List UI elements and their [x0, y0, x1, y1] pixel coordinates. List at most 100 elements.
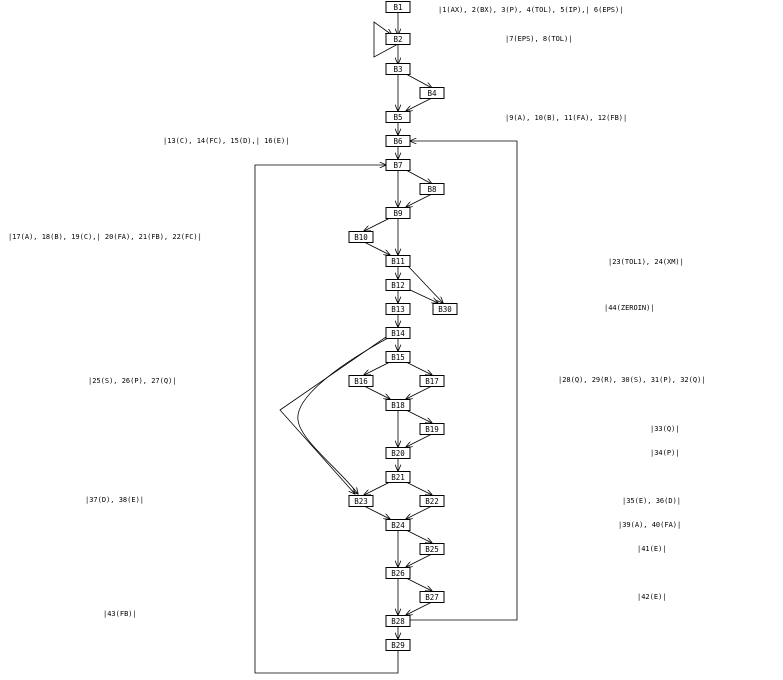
- block-b15: B15: [385, 351, 411, 363]
- block-box: [385, 33, 411, 45]
- block-box: [419, 495, 445, 507]
- annotation-label: |13(C), 14(FC), 15(D),| 16(E)|: [163, 137, 289, 145]
- annotations: |1(AX), 2(BX), 3(P), 4(TOL), 5(IP),| 6(E…: [8, 6, 706, 618]
- block-label: B3: [393, 65, 402, 74]
- block-b22: B22: [419, 495, 445, 507]
- block-box: [385, 303, 411, 315]
- block-label: B1: [393, 3, 402, 12]
- edge-b15-b16: [364, 361, 391, 375]
- block-b10: B10: [348, 231, 374, 243]
- annotation-label: |9(A), 10(B), 11(FA), 12(FB)|: [505, 114, 627, 122]
- block-label: B13: [391, 305, 405, 314]
- block-box: [385, 447, 411, 459]
- block-box: [385, 207, 411, 219]
- block-label: B26: [391, 569, 405, 578]
- block-label: B5: [393, 113, 402, 122]
- block-box: [385, 1, 411, 13]
- block-b24: B24: [385, 519, 411, 531]
- block-box: [385, 351, 411, 363]
- block-b16: B16: [348, 375, 374, 387]
- edge-b23-b24: [363, 505, 390, 519]
- edge-b14-b23-inner: [297, 337, 389, 494]
- block-label: B28: [391, 617, 405, 626]
- block-b2: B2: [385, 33, 411, 45]
- block-label: B20: [391, 449, 405, 458]
- edge-b11-b30: [407, 265, 443, 303]
- block-box: [419, 423, 445, 435]
- edge-b18-b19: [405, 409, 432, 423]
- block-b20: B20: [385, 447, 411, 459]
- annotation-label: |23(TOL1), 24(XM)|: [608, 258, 684, 266]
- block-label: B16: [354, 377, 368, 386]
- edge-b25-b26: [406, 553, 433, 567]
- edge-b8-b9: [406, 193, 433, 207]
- annotation-label: |42(E)|: [637, 593, 667, 601]
- block-label: B29: [391, 641, 405, 650]
- block-b30: B30: [432, 303, 458, 315]
- block-label: B8: [427, 185, 437, 194]
- block-box: [385, 279, 411, 291]
- block-label: B11: [391, 257, 405, 266]
- block-box: [419, 591, 445, 603]
- edge-b16-b18: [363, 385, 390, 399]
- block-b29: B29: [385, 639, 411, 651]
- edge-b2-b2-loop: [373, 21, 399, 58]
- block-b6: B6: [385, 135, 411, 147]
- block-box: [419, 87, 445, 99]
- block-label: B14: [391, 329, 405, 338]
- block-b1: B1: [385, 1, 411, 13]
- block-box: [419, 543, 445, 555]
- edges: [254, 12, 518, 674]
- block-b17: B17: [419, 375, 445, 387]
- block-b5: B5: [385, 111, 411, 123]
- block-label: B10: [354, 233, 368, 242]
- block-box: [385, 639, 411, 651]
- block-b19: B19: [419, 423, 445, 435]
- edge-b15-b17: [405, 361, 432, 375]
- block-b25: B25: [419, 543, 445, 555]
- block-label: B22: [425, 497, 439, 506]
- block-box: [385, 327, 411, 339]
- block-label: B27: [425, 593, 439, 602]
- block-label: B19: [425, 425, 439, 434]
- block-b23: B23: [348, 495, 374, 507]
- block-box: [348, 231, 374, 243]
- block-b14: B14: [385, 327, 411, 339]
- block-box: [385, 615, 411, 627]
- block-label: B4: [427, 89, 437, 98]
- edge-b29-b7-back: [254, 165, 399, 674]
- block-box: [348, 375, 374, 387]
- block-b3: B3: [385, 63, 411, 75]
- block-label: B24: [391, 521, 405, 530]
- annotation-label: |35(E), 36(D)|: [622, 497, 681, 505]
- annotation-label: |7(EPS), 8(TOL)|: [505, 35, 572, 43]
- block-box: [419, 183, 445, 195]
- block-b21: B21: [385, 471, 411, 483]
- annotation-label: |39(A), 40(FA)|: [618, 521, 681, 529]
- block-box: [385, 135, 411, 147]
- block-b11: B11: [385, 255, 411, 267]
- block-label: B23: [354, 497, 368, 506]
- block-b8: B8: [419, 183, 445, 195]
- annotation-label: |41(E)|: [637, 545, 667, 553]
- annotation-label: |43(FB)|: [103, 610, 137, 618]
- block-b4: B4: [419, 87, 445, 99]
- edge-b28-b6-back: [410, 141, 518, 621]
- edge-b14-b23-outer: [279, 336, 387, 494]
- block-label: B25: [425, 545, 439, 554]
- edge-b12-b30: [407, 288, 438, 303]
- block-box: [385, 519, 411, 531]
- annotation-label: |17(A), 18(B), 19(C),| 20(FA), 21(FB), 2…: [8, 233, 202, 241]
- block-b12: B12: [385, 279, 411, 291]
- edge-b26-b27: [405, 577, 432, 591]
- annotation-label: |37(D), 38(E)|: [85, 496, 144, 504]
- block-label: B6: [393, 137, 403, 146]
- block-label: B2: [393, 35, 402, 44]
- block-b27: B27: [419, 591, 445, 603]
- edge-b21-b22: [405, 481, 432, 495]
- block-box: [385, 111, 411, 123]
- block-box: [385, 63, 411, 75]
- edge-b24-b25: [405, 529, 432, 543]
- block-label: B18: [391, 401, 405, 410]
